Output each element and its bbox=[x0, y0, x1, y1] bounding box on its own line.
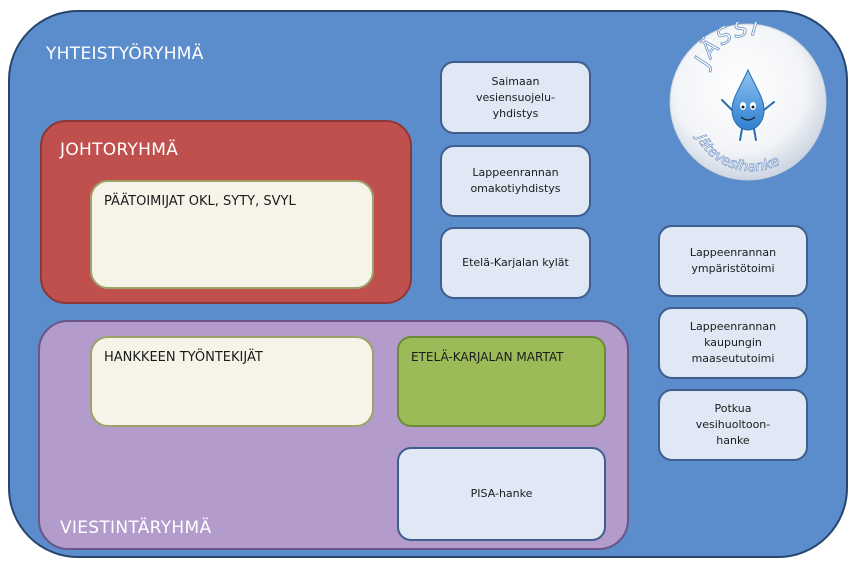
partner-label: Potkua vesihuoltoon- hanke bbox=[695, 402, 771, 447]
water-drop-mascot-icon bbox=[721, 68, 775, 141]
partner-label: Lappeenrannan kaupungin maaseututoimi bbox=[689, 320, 777, 365]
partner-box: Lappeenrannan omakotiyhdistys bbox=[440, 145, 591, 217]
yhteistyoryhma-title: YHTEISTYÖRYHMÄ bbox=[46, 44, 204, 64]
paatoimijat-box: PÄÄTOIMIJAT OKL, SYTY, SVYL bbox=[90, 180, 374, 289]
partner-box: Etelä-Karjalan kylät bbox=[440, 227, 591, 299]
partner-box: Potkua vesihuoltoon- hanke bbox=[658, 389, 808, 461]
partner-label: Saimaan vesiensuojelu- yhdistys bbox=[475, 74, 556, 120]
partner-label: Etelä-Karjalan kylät bbox=[462, 256, 569, 269]
partner-box: Lappeenrannan ympäristötoimi bbox=[658, 225, 808, 297]
etela-karjalan-martat-label: ETELÄ-KARJALAN MARTAT bbox=[411, 350, 564, 364]
partner-box: Lappeenrannan kaupungin maaseututoimi bbox=[658, 307, 808, 379]
pisa-hanke-label: PISA-hanke bbox=[470, 487, 533, 500]
hankkeen-tyontekijat-box: HANKKEEN TYÖNTEKIJÄT bbox=[90, 336, 374, 427]
partner-label: Lappeenrannan ympäristötoimi bbox=[689, 246, 777, 275]
johtoryhma-title: JOHTORYHMÄ bbox=[60, 140, 179, 160]
etela-karjalan-martat-box: ETELÄ-KARJALAN MARTAT bbox=[397, 336, 606, 427]
paatoimijat-label: PÄÄTOIMIJAT OKL, SYTY, SVYL bbox=[104, 194, 296, 209]
partner-box: Saimaan vesiensuojelu- yhdistys bbox=[440, 61, 591, 134]
viestintaryhma-title: VIESTINTÄRYHMÄ bbox=[60, 518, 212, 538]
partner-label: Lappeenrannan omakotiyhdistys bbox=[470, 166, 561, 195]
hankkeen-tyontekijat-label: HANKKEEN TYÖNTEKIJÄT bbox=[104, 350, 263, 365]
pisa-hanke-box: PISA-hanke bbox=[397, 447, 606, 541]
jassi-logo: JÄSSI Jätevesihanke bbox=[669, 22, 827, 181]
